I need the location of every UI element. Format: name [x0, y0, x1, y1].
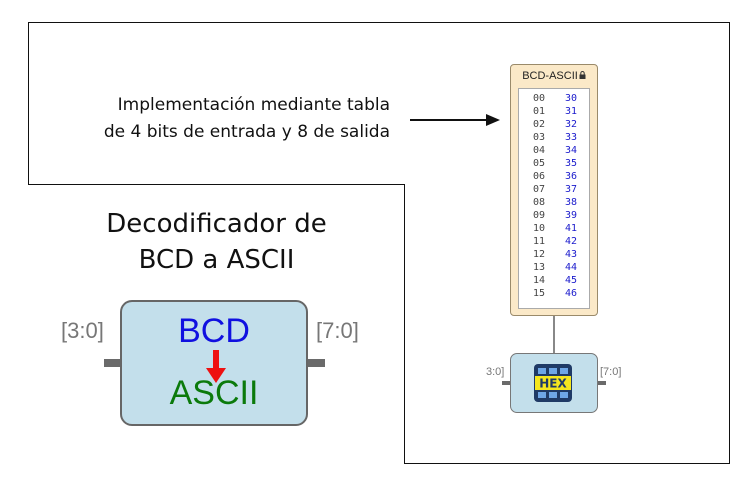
hex-rom-icon: HEX: [534, 364, 572, 402]
rom-address: 06: [533, 171, 546, 182]
rom-address: 09: [533, 210, 546, 221]
rom-value: 41: [565, 223, 578, 234]
rom-row: 12 43: [519, 249, 589, 261]
rom-address: 11: [533, 236, 546, 247]
rom-address: 15: [533, 288, 546, 299]
small-input-stub: [502, 381, 511, 385]
output-port-stub: [307, 359, 325, 367]
rom-row: 14 45: [519, 275, 589, 287]
rom-row: 00 30: [519, 93, 589, 105]
rom-address: 13: [533, 262, 546, 273]
small-output-stub: [597, 381, 606, 385]
rom-value: 43: [565, 249, 578, 260]
block-bcd-label: BCD: [178, 312, 250, 350]
rom-value: 31: [565, 106, 578, 117]
connecting-wire: [553, 316, 555, 354]
small-input-label: 3:0]: [486, 366, 505, 378]
rom-address: 05: [533, 158, 546, 169]
rom-address: 04: [533, 145, 546, 156]
rom-row: 03 33: [519, 132, 589, 144]
down-arrow-icon: [206, 350, 226, 383]
rom-address: 10: [533, 223, 546, 234]
caption-line-2: de 4 bits de entrada y 8 de salida: [103, 122, 390, 142]
rom-value: 36: [565, 171, 578, 182]
rom-row: 08 38: [519, 197, 589, 209]
rom-address: 14: [533, 275, 546, 286]
small-output-label: [7:0]: [600, 366, 622, 378]
rom-row: 01 31: [519, 106, 589, 118]
input-port-stub: [104, 359, 121, 367]
rom-row: 13 44: [519, 262, 589, 274]
block-ascii-label: ASCII: [169, 374, 259, 412]
rom-value: 42: [565, 236, 578, 247]
decoder-title: Decodificador de BCD a ASCII: [28, 206, 405, 278]
rom-address: 07: [533, 184, 546, 195]
rom-row: 02 32: [519, 119, 589, 131]
caption-line-1: Implementación mediante tabla: [117, 95, 390, 115]
rom-row: 10 41: [519, 223, 589, 235]
rom-address: 12: [533, 249, 546, 260]
rom-address: 01: [533, 106, 546, 117]
rom-address: 00: [533, 93, 546, 104]
rom-value: 45: [565, 275, 578, 286]
pointer-arrow: [410, 114, 500, 126]
output-port-label: [7:0]: [316, 318, 359, 343]
rom-value: 46: [565, 288, 578, 299]
rom-row: 04 34: [519, 145, 589, 157]
bcd-ascii-decoder-block[interactable]: BCD ASCII: [120, 300, 308, 426]
rom-value: 30: [565, 93, 578, 104]
rom-address: 03: [533, 132, 546, 143]
rom-block[interactable]: HEX: [510, 353, 598, 413]
rom-row: 06 36: [519, 171, 589, 183]
rom-title-text: BCD-ASCII: [522, 70, 578, 82]
rom-address: 02: [533, 119, 546, 130]
rom-row: 05 35: [519, 158, 589, 170]
description-caption: Implementación mediante tabla de 4 bits …: [60, 92, 390, 146]
lock-icon: [579, 71, 586, 79]
rom-address: 08: [533, 197, 546, 208]
rom-table-component[interactable]: BCD-ASCII 00 30 01 31 02 32 03 33 04 34 05 35 06 36 07…: [510, 64, 598, 316]
rom-value: 44: [565, 262, 578, 273]
hex-icon-text: HEX: [539, 377, 567, 391]
rom-value: 38: [565, 197, 578, 208]
rom-value: 33: [565, 132, 578, 143]
rom-value: 39: [565, 210, 578, 221]
rom-value: 37: [565, 184, 578, 195]
rom-row: 09 39: [519, 210, 589, 222]
input-port-label: [3:0]: [61, 318, 104, 343]
rom-row: 07 37: [519, 184, 589, 196]
rom-value: 32: [565, 119, 578, 130]
rom-value: 34: [565, 145, 578, 156]
title-line-1: Decodificador de: [106, 209, 327, 239]
rom-title: BCD-ASCII: [511, 70, 597, 82]
rom-row: 11 42: [519, 236, 589, 248]
title-line-2: BCD a ASCII: [138, 245, 295, 275]
rom-table-contents: 00 30 01 31 02 32 03 33 04 34 05 35 06 36 07 37 08 38 09 39…: [518, 88, 590, 309]
rom-value: 35: [565, 158, 578, 169]
